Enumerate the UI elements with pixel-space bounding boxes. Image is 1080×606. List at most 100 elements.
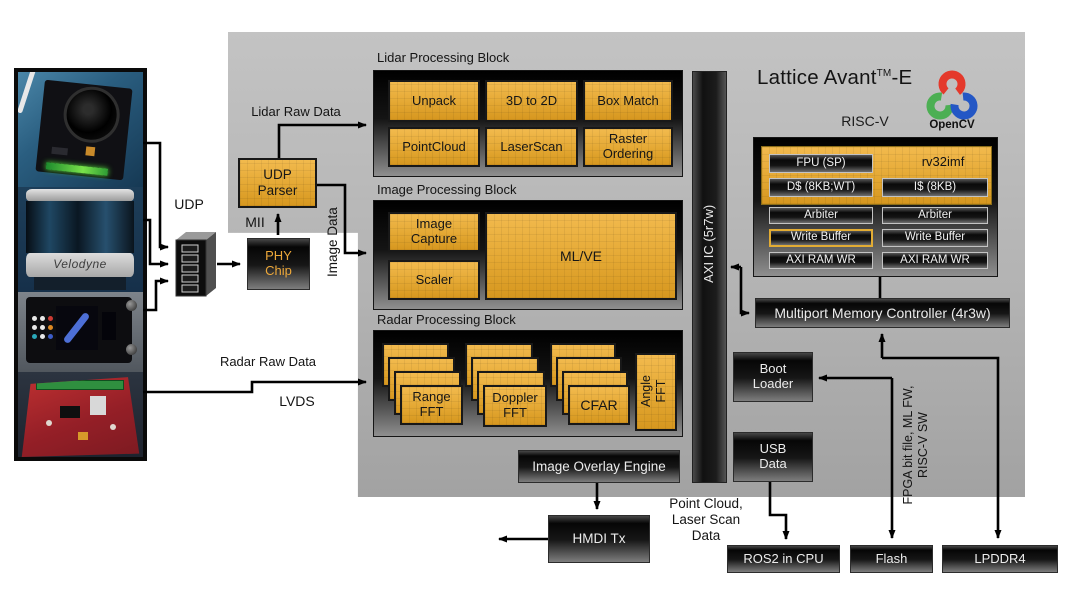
lvds-label: LVDS xyxy=(279,393,315,409)
mini-label: AXI RAM WR xyxy=(900,253,970,266)
pcb-component xyxy=(78,432,88,440)
image-overlay-engine: Image Overlay Engine xyxy=(518,450,680,483)
cell-label: ML/VE xyxy=(559,247,602,264)
velodyne-logo-text: Velodyne xyxy=(53,257,107,272)
cell-label: Doppler FFT xyxy=(492,390,538,420)
radar-cell-angle-fft xyxy=(635,353,677,431)
radar-cell-range-fft: Range FFT xyxy=(400,385,463,425)
udp-parser-label: UDP Parser xyxy=(257,167,298,198)
image-cell-mlve: ML/VE xyxy=(485,212,677,300)
fpga-files-label: FPGA bit file, ML FW, RISC-V SW xyxy=(901,385,930,505)
lidar-block-title: Lidar Processing Block xyxy=(377,50,510,65)
image-cell-capture: Image Capture xyxy=(388,212,480,252)
riscv-icache: I$ (8KB) xyxy=(882,178,988,197)
red-pcb xyxy=(21,377,140,457)
box-label: Image Overlay Engine xyxy=(532,458,666,474)
riscv-isa: rv32imf xyxy=(898,153,988,172)
riscv-write-buffer-right: Write Buffer xyxy=(882,229,988,247)
lidar-body xyxy=(26,201,134,253)
box-label: Multiport Memory Controller (4r3w) xyxy=(774,304,991,321)
camera-lens xyxy=(60,83,123,146)
mini-label: AXI RAM WR xyxy=(786,253,856,266)
mini-label: Write Buffer xyxy=(790,231,852,244)
lidar-top-ring xyxy=(26,189,134,202)
phy-chip-block: PHY Chip xyxy=(247,238,310,290)
cell-label: Range FFT xyxy=(412,389,451,419)
phy-chip-label: PHY Chip xyxy=(265,248,292,278)
mini-label: Write Buffer xyxy=(904,231,966,244)
lidar-raw-data-label: Lidar Raw Data xyxy=(251,104,341,119)
mini-label: FPU (SP) xyxy=(796,156,846,169)
cell-label: PointCloud xyxy=(402,138,466,154)
axi-ic-bar xyxy=(692,71,727,483)
flash-block: Flash xyxy=(850,545,933,573)
sensor-window-2 xyxy=(102,312,116,340)
riscv-axi-ram-right: AXI RAM WR xyxy=(882,252,988,269)
box-label: HMDI Tx xyxy=(572,531,626,547)
cell-label: CFAR xyxy=(580,396,618,413)
mini-label: D$ (8KB;WT) xyxy=(786,180,856,193)
ethernet-switch xyxy=(175,232,216,297)
pcb-header-strip xyxy=(36,380,124,390)
riscv-arbiter-right: Arbiter xyxy=(882,207,988,224)
radar-sensor-photo xyxy=(18,292,143,372)
sensor-screw xyxy=(126,344,137,355)
image-block-title: Image Processing Block xyxy=(377,182,517,197)
pcb-led-strip xyxy=(45,162,109,176)
box-label: USB Data xyxy=(759,441,787,471)
lidar-cell-unpack: Unpack xyxy=(388,80,480,122)
pcb-chip xyxy=(60,406,80,418)
axi-ic-label: AXI IC (5r7w) xyxy=(701,204,717,283)
multiport-memory-controller: Multiport Memory Controller (4r3w) xyxy=(755,298,1010,328)
lidar-cell-3d-to-2d: 3D to 2D xyxy=(485,80,578,122)
lidar-cell-pointcloud: PointCloud xyxy=(388,127,480,167)
riscv-write-buffer-left: Write Buffer xyxy=(769,229,873,247)
page-title: Lattice AvantTM-E xyxy=(757,66,912,90)
sensor-window xyxy=(56,306,98,350)
mini-label: Arbiter xyxy=(804,208,838,221)
camera-photo xyxy=(18,72,143,187)
box-label: Boot Loader xyxy=(752,361,794,391)
cell-label: Box Match xyxy=(597,92,659,108)
pcb-dot xyxy=(110,424,116,430)
title-brand: Lattice Avant xyxy=(757,66,877,89)
radar-board-photo xyxy=(18,372,143,457)
title-tm: TM xyxy=(876,68,892,80)
sensor-led-grid xyxy=(32,316,54,342)
point-cloud-label: Point Cloud, Laser Scan Data xyxy=(669,496,743,543)
pcb-component xyxy=(85,146,96,157)
hdmi-tx-block: HMDI Tx xyxy=(548,515,650,563)
mini-label: Arbiter xyxy=(918,208,952,221)
lidar-cell-box-match: Box Match xyxy=(583,80,673,122)
radar-cell-doppler-fft: Doppler FFT xyxy=(483,385,547,427)
pcb-dot xyxy=(46,420,52,426)
opencv-label: OpenCV xyxy=(929,119,975,131)
cell-label: Raster Ordering xyxy=(602,131,654,161)
ros2-cpu-block: ROS2 in CPU xyxy=(727,545,840,573)
mii-label: MII xyxy=(245,214,265,230)
cell-label: Scaler xyxy=(415,271,453,287)
sensor-beam xyxy=(62,311,91,345)
cell-label: Image Capture xyxy=(410,216,458,246)
isa-label: rv32imf xyxy=(921,154,965,170)
box-label: Flash xyxy=(875,550,908,566)
camera-cable xyxy=(18,72,36,114)
opencv-logo xyxy=(926,70,978,120)
sensor-screw xyxy=(126,300,137,311)
riscv-label: RISC-V xyxy=(841,113,889,129)
riscv-fpu: FPU (SP) xyxy=(769,154,873,173)
cell-label: 3D to 2D xyxy=(505,92,558,108)
boot-loader-block: Boot Loader xyxy=(733,352,813,402)
photo-strip: Velodyne xyxy=(14,68,147,461)
radar-cell-cfar: CFAR xyxy=(568,385,630,425)
riscv-arbiter-left: Arbiter xyxy=(769,207,873,224)
usb-data-block: USB Data xyxy=(733,432,813,482)
cell-label: LaserScan xyxy=(500,138,563,154)
lidar-cell-laserscan: LaserScan xyxy=(485,127,578,167)
pcb-component xyxy=(51,146,68,156)
velodyne-lidar-photo: Velodyne xyxy=(18,187,143,292)
lidar-base xyxy=(34,277,126,290)
pcb-label xyxy=(90,396,106,415)
riscv-dcache: D$ (8KB;WT) xyxy=(769,178,873,197)
